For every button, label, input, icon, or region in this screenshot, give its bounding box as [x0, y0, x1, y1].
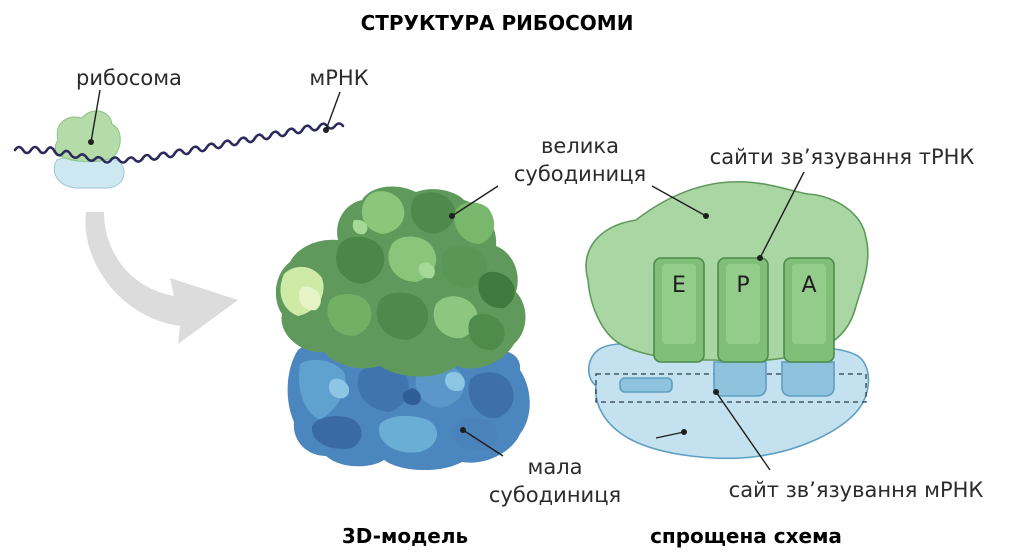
- large-subunit-3d: [275, 186, 526, 377]
- ribosome-leader-line: [90, 89, 101, 143]
- small-schematic-pointer-dot: [681, 429, 687, 435]
- caption-schematic: спрощена схема: [650, 524, 842, 548]
- label-mrna: мРНК: [309, 66, 368, 90]
- large-schematic-leader-line: [651, 185, 707, 217]
- small-3d-leader-line: [462, 429, 504, 457]
- site-a-inner: [792, 264, 826, 344]
- a-site-slot: [781, 361, 835, 397]
- site-e-label: E: [672, 273, 686, 298]
- mrna-site-leader-line: [715, 391, 771, 471]
- caption-3d-model: 3D-модель: [342, 524, 468, 548]
- large-3d-leader-line: [451, 185, 499, 217]
- e-site-slot: [619, 377, 673, 393]
- site-e-inner: [662, 264, 696, 344]
- label-small-subunit-line2: субодиниця: [489, 483, 621, 507]
- label-large-subunit-line2: субодиниця: [514, 162, 646, 186]
- mrna-strand: [13, 122, 345, 164]
- p-site-slot: [713, 361, 767, 397]
- label-large-subunit-line1: велика: [541, 134, 619, 158]
- label-small-subunit-line1: мала: [527, 455, 582, 479]
- trna-sites-leader-line: [759, 171, 805, 259]
- transition-arrow: [85, 212, 238, 344]
- ribosome-schematic: E P A: [585, 180, 870, 460]
- large-schematic-pointer-dot: [703, 213, 709, 219]
- small-subunit-3d: [287, 345, 530, 471]
- label-trna-sites: сайти зв’язування тРНК: [710, 145, 975, 169]
- small-ribosome-icon: [53, 110, 125, 189]
- label-ribosome: рибосома: [76, 66, 182, 90]
- site-p-inner: [726, 264, 760, 344]
- mrna-leader-line: [325, 91, 341, 131]
- label-mrna-site: сайт зв’язування мРНК: [729, 478, 984, 502]
- ribosome-3d-model: [275, 186, 530, 471]
- site-a-label: A: [801, 273, 816, 298]
- small-schematic-leader-line: [655, 431, 685, 439]
- diagram-title: СТРУКТУРА РИБОСОМИ: [361, 11, 634, 35]
- site-p-label: P: [736, 273, 749, 298]
